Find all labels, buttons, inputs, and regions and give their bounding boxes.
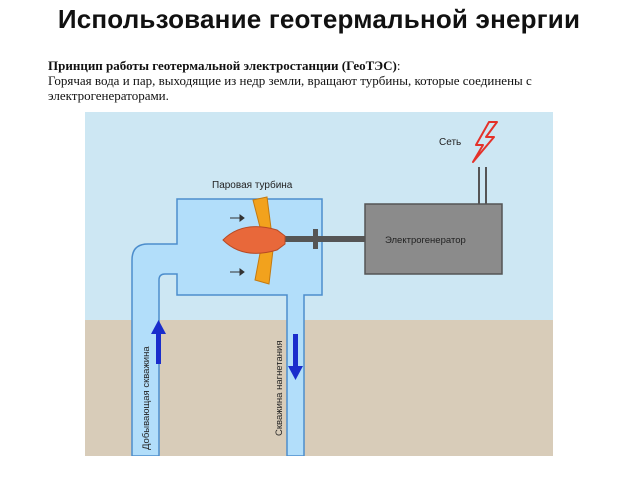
ground	[85, 320, 553, 456]
description-heading-suffix: :	[396, 58, 401, 73]
lightning-icon	[472, 121, 498, 163]
grid-label: Сеть	[439, 137, 461, 148]
steam-arrows	[230, 214, 245, 276]
shaft	[283, 236, 365, 242]
turbine-label: Паровая турбина	[212, 179, 293, 191]
shaft-coupling	[313, 229, 318, 249]
down-flow-arrow	[288, 334, 303, 380]
description-heading: Принцип работы геотермальной электростан…	[48, 58, 397, 73]
diagram-svg: Сеть Паровая турбина Электрогенератор До…	[85, 112, 553, 457]
geothermal-diagram: Сеть Паровая турбина Электрогенератор До…	[85, 112, 553, 457]
generator	[364, 203, 503, 275]
generator-label: Электрогенератор	[385, 235, 466, 246]
production-well-label: Добывающая скважина	[141, 346, 152, 450]
grid-wires	[478, 167, 487, 204]
page-title: Использование геотермальной энергии	[57, 4, 581, 34]
up-flow-arrow	[151, 320, 166, 364]
turbine-hub	[222, 226, 286, 254]
injection-well-label: Скважина нагнетания	[274, 340, 285, 436]
turbine-rotor	[222, 196, 286, 285]
description: Принцип работы геотермальной электростан…	[48, 58, 608, 103]
description-body: Горячая вода и пар, выходящие из недр зе…	[48, 73, 532, 103]
